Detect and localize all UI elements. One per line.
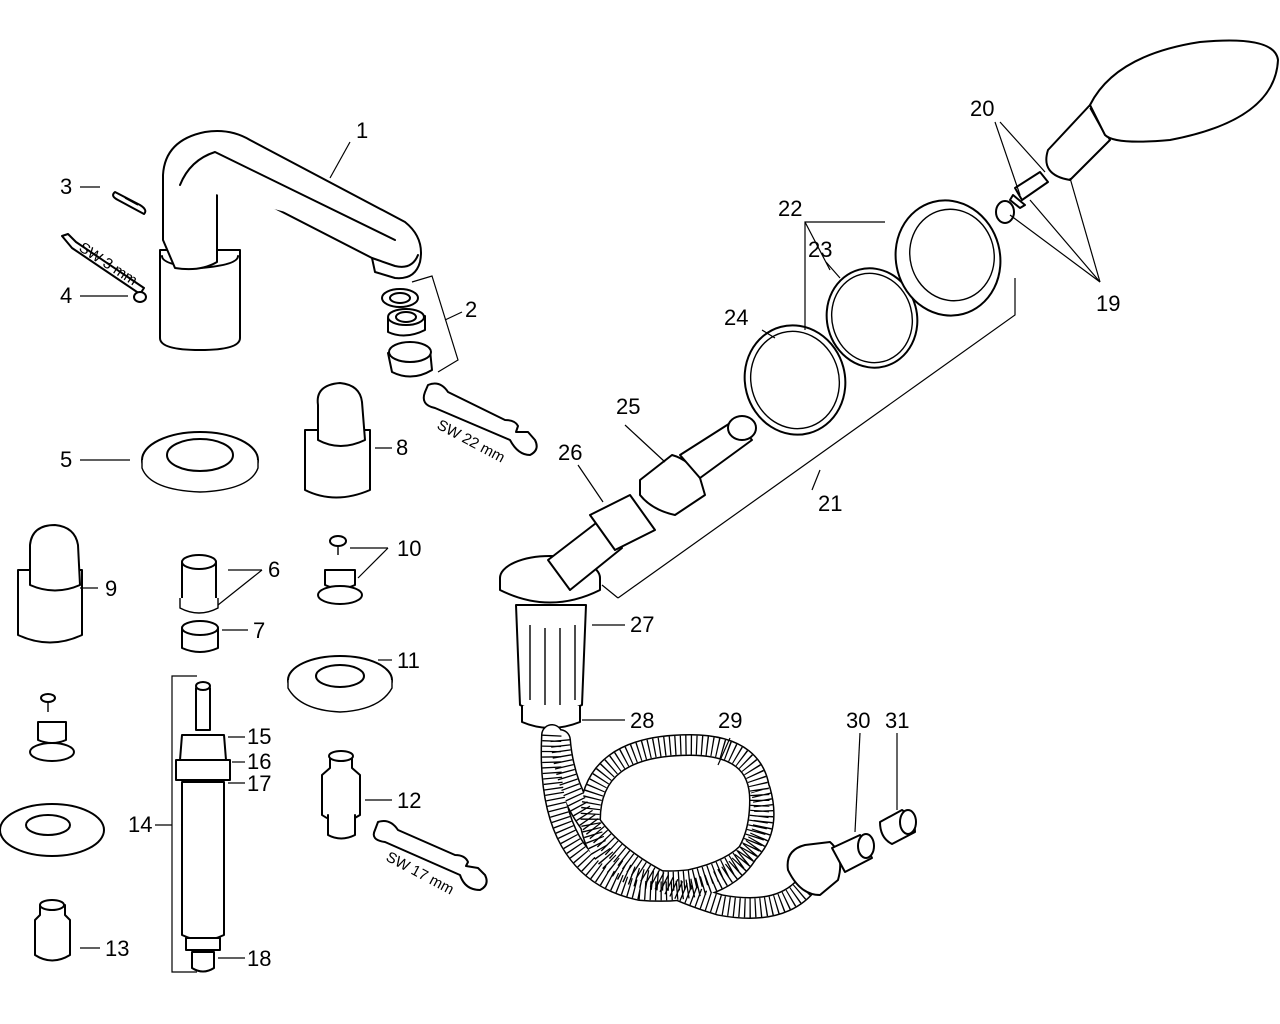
label-15: 15 <box>247 724 271 749</box>
bracket-14 <box>171 675 197 973</box>
part-left-insert <box>29 721 75 762</box>
label-3: 3 <box>60 174 72 199</box>
label-24: 24 <box>724 305 748 330</box>
part-hose-fitting-30 <box>786 833 875 896</box>
label-25: 25 <box>616 394 640 419</box>
label-18: 18 <box>247 946 271 971</box>
part-number-labels: 1 2 3 4 5 6 7 8 9 10 11 12 13 14 15 16 1… <box>60 96 1120 971</box>
part-grub-screw <box>112 191 147 215</box>
label-8: 8 <box>396 435 408 460</box>
part-aerator-set <box>381 288 433 378</box>
label-16: 16 <box>247 749 271 774</box>
hex-key-label: SW 3 mm <box>76 239 140 289</box>
part-nipple-20 <box>1009 171 1049 209</box>
part-oring-20 <box>995 200 1015 224</box>
part-left-screw <box>40 693 56 712</box>
part-connector-25 <box>639 415 757 516</box>
part-spout-body <box>159 130 422 351</box>
part-connector-26 <box>547 494 656 591</box>
label-22: 22 <box>778 196 802 221</box>
label-23: 23 <box>808 237 832 262</box>
part-handle-9 <box>17 524 83 644</box>
part-shower-hose-29 <box>540 724 831 919</box>
part-insert-10 <box>317 569 363 605</box>
part-cartridge-6 <box>179 554 219 614</box>
part-rosette-11 <box>287 655 393 713</box>
part-valve-12 <box>321 750 361 840</box>
label-28: 28 <box>630 708 654 733</box>
label-12: 12 <box>397 788 421 813</box>
label-1: 1 <box>356 118 368 143</box>
label-7: 7 <box>253 618 265 643</box>
label-13: 13 <box>105 936 129 961</box>
label-17: 17 <box>247 771 271 796</box>
label-26: 26 <box>558 440 582 465</box>
part-ring-22 <box>894 199 1002 317</box>
part-holder-27 <box>499 555 601 714</box>
part-small-screw <box>133 291 147 303</box>
label-30: 30 <box>846 708 870 733</box>
label-20: 20 <box>970 96 994 121</box>
part-extension-14 <box>175 681 231 973</box>
wrench-small-tool: SW 17 mm <box>372 820 488 898</box>
label-2: 2 <box>465 297 477 322</box>
wrench-large-tool: SW 22 mm <box>422 382 538 466</box>
label-9: 9 <box>105 576 117 601</box>
label-4: 4 <box>60 283 72 308</box>
part-handle-8 <box>304 382 371 499</box>
leader-lines <box>80 121 1101 959</box>
label-19: 19 <box>1096 291 1120 316</box>
label-6: 6 <box>268 557 280 582</box>
label-5: 5 <box>60 447 72 472</box>
part-ring-23 <box>825 267 919 369</box>
part-left-rosette <box>0 803 105 857</box>
part-rosette-5 <box>141 431 259 493</box>
label-27: 27 <box>630 612 654 637</box>
label-10: 10 <box>397 536 421 561</box>
hex-key-tool: SW 3 mm <box>61 233 145 295</box>
label-31: 31 <box>885 708 909 733</box>
part-connector-31 <box>879 809 917 845</box>
label-21: 21 <box>818 491 842 516</box>
label-11: 11 <box>397 648 420 673</box>
label-29: 29 <box>718 708 742 733</box>
part-screw-10 <box>329 535 347 555</box>
part-hand-shower-19 <box>1045 39 1279 181</box>
part-valve-13 <box>34 899 71 962</box>
part-ring-24 <box>743 324 847 436</box>
label-14: 14 <box>128 812 152 837</box>
part-nut-7 <box>181 620 219 653</box>
